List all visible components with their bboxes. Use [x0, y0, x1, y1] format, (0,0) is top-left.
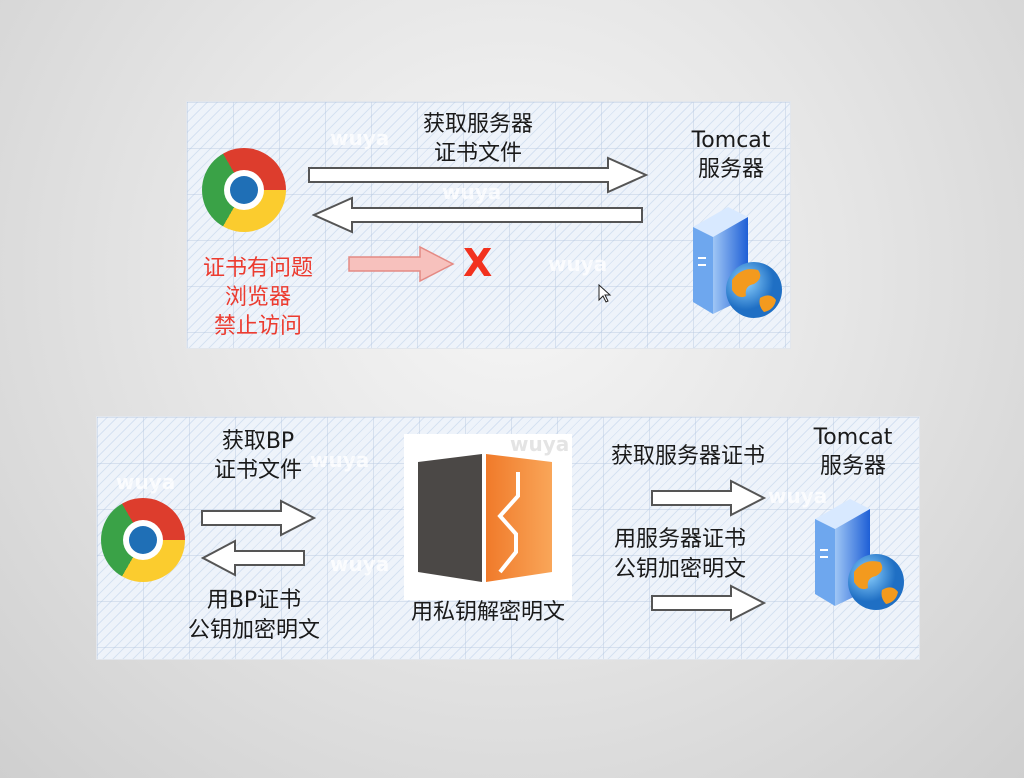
- watermark: wuya: [310, 448, 370, 472]
- server-request-label: 获取服务器证书: [610, 444, 766, 469]
- arrow-right-icon: [201, 499, 317, 537]
- arrow-right-icon: [651, 584, 767, 622]
- watermark: wuya: [548, 252, 608, 276]
- mouse-cursor-icon: [598, 283, 612, 303]
- watermark: wuya: [768, 484, 828, 508]
- bp-request-label-line2: 证书文件: [213, 458, 303, 483]
- chrome-browser-icon: [101, 498, 185, 582]
- error-label-line1: 证书有问题: [202, 256, 314, 281]
- request-label-line2: 证书文件: [433, 141, 523, 166]
- watermark: wuya: [330, 126, 390, 150]
- blocked-arrow-icon: [348, 245, 455, 283]
- watermark: wuya: [116, 470, 176, 494]
- proxy-decrypt-label: 用私钥解密明文: [410, 600, 566, 625]
- arrow-left-icon: [201, 539, 305, 577]
- watermark: wuya: [510, 432, 570, 456]
- watermark: wuya: [442, 180, 502, 204]
- arrow-right-icon: [651, 479, 767, 517]
- server-encrypt-label-line1: 用服务器证书: [613, 527, 747, 552]
- server-label-line2: 服务器: [819, 454, 887, 479]
- watermark: wuya: [330, 552, 390, 576]
- arrow-right-icon: [308, 156, 649, 194]
- server-globe-icon: [815, 499, 904, 610]
- chrome-browser-icon: [202, 148, 286, 232]
- server-globe-icon: [693, 207, 782, 318]
- server-label-line2: 服务器: [697, 157, 765, 182]
- error-label-line2: 浏览器: [224, 285, 292, 310]
- diagram-browser-direct: [186, 101, 791, 349]
- bp-encrypt-label-line2: 公钥加密明文: [187, 618, 321, 643]
- blocked-mark: X: [463, 241, 493, 285]
- error-label-line3: 禁止访问: [213, 314, 303, 339]
- bp-encrypt-label-line1: 用BP证书: [206, 588, 302, 613]
- bp-request-label-line1: 获取BP: [221, 429, 295, 454]
- server-label-line1: Tomcat: [691, 128, 771, 153]
- burp-suite-logo-icon: [418, 454, 552, 582]
- request-label-line1: 获取服务器: [422, 112, 534, 137]
- server-label-line1: Tomcat: [813, 425, 893, 450]
- server-encrypt-label-line2: 公钥加密明文: [613, 557, 747, 582]
- arrow-left-icon: [312, 196, 643, 234]
